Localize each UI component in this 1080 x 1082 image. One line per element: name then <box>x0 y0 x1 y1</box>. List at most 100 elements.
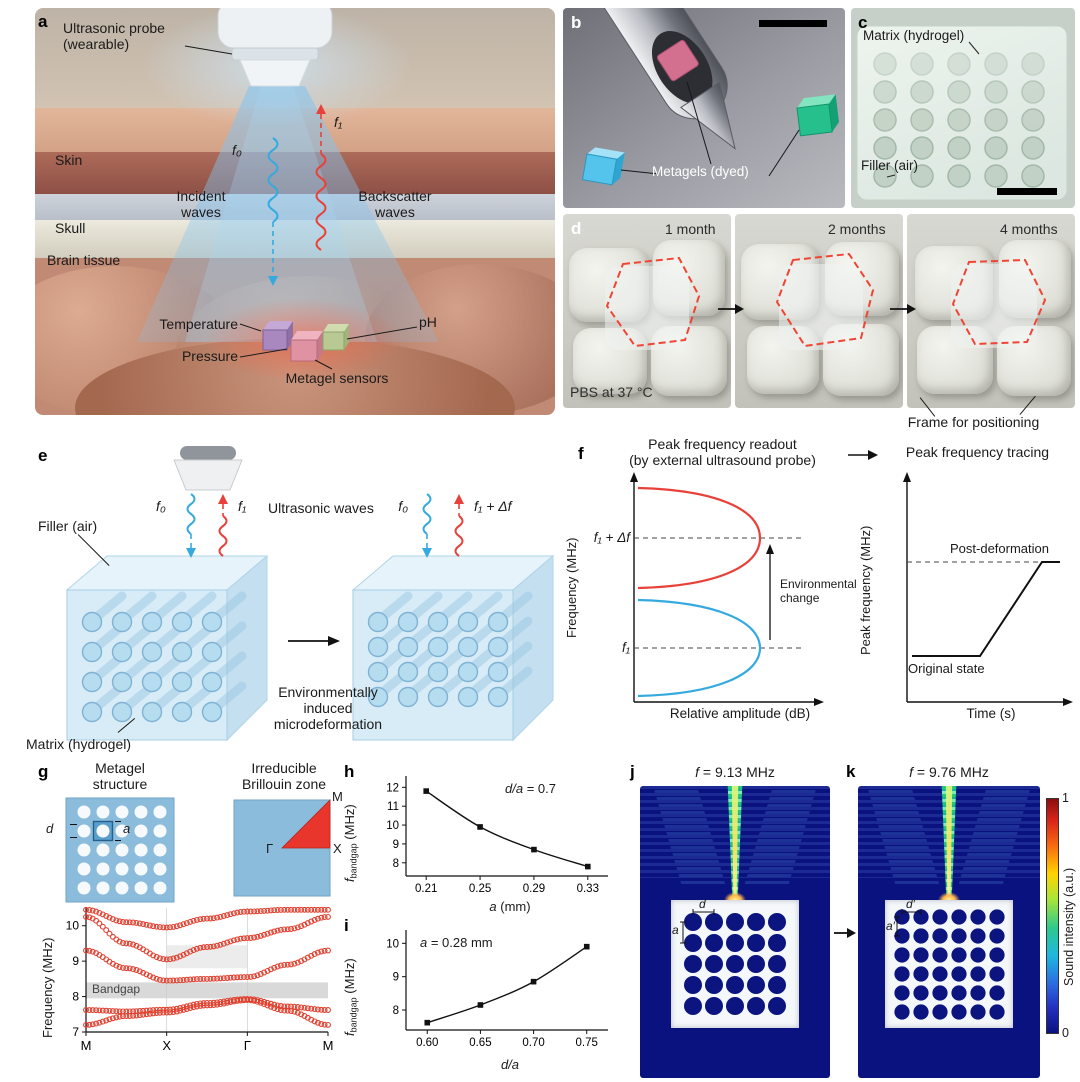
month-label-1: 1 month <box>665 221 716 237</box>
original-state-label: Original state <box>908 661 985 676</box>
backscatter-wave-post <box>444 492 474 560</box>
h-annotation: d/a = 0.7 <box>505 781 556 796</box>
bz-M-label: M <box>332 789 343 804</box>
panel-c-photo <box>851 8 1075 208</box>
panel-b-photo <box>563 8 845 208</box>
i-annotation: a = 0.28 mm <box>420 935 493 950</box>
backscatter-wave <box>306 102 336 254</box>
pointer-lines <box>620 81 800 177</box>
scale-bar <box>759 20 827 27</box>
svg-text:10: 10 <box>386 938 399 950</box>
pointer-lines <box>184 45 418 370</box>
band-ylabel: Frequency (MHz) <box>40 937 55 1039</box>
microdeformation-label: Environmentally induced microdeformation <box>273 684 383 733</box>
panel-label-b: b <box>571 13 582 32</box>
pbs-condition-label: PBS at 37 °C <box>570 384 653 400</box>
peak-frequency-trace <box>912 561 1060 657</box>
i-ylabel: fbandgap (MHz) <box>342 958 359 1036</box>
svg-text:10: 10 <box>66 919 80 933</box>
svg-text:8: 8 <box>393 858 399 870</box>
svg-text:9: 9 <box>72 954 79 968</box>
bz-Gamma-label: Γ <box>266 841 274 856</box>
bandgap-label: Bandgap <box>92 982 141 996</box>
f-right-xlabel: Time (s) <box>966 706 1016 721</box>
d-dimension-label: d <box>46 821 54 836</box>
blue-metagel-cube <box>581 147 625 186</box>
panel-label-a: a <box>38 12 48 31</box>
deformation-arrow <box>288 634 340 648</box>
panel-b-overlay <box>563 8 845 208</box>
backscatter-waves-label: Backscatter waves <box>358 188 432 221</box>
svg-text:0.29: 0.29 <box>523 883 545 895</box>
post-deformation-resonance-curve <box>637 486 762 590</box>
filler-hole-grid <box>873 52 1045 188</box>
i-xlabel: d/a <box>500 1057 520 1072</box>
side-lobe <box>868 790 940 886</box>
metagel-outline <box>605 256 701 348</box>
f1-label: f₁ <box>334 114 343 130</box>
filler-air-label: Filler (air) <box>861 158 918 173</box>
f0-label: f₀ <box>232 142 242 158</box>
k-d-label: d′ <box>906 897 915 911</box>
ultrasound-cone <box>137 86 439 342</box>
metagel-structure-title: Metagel structure <box>92 760 148 793</box>
f-readout-plot <box>630 472 824 706</box>
filler-air-label: Filler (air) <box>38 518 98 534</box>
panel-label-e: e <box>38 446 48 465</box>
f0-label: f₀ <box>156 498 166 514</box>
svg-text:0.25: 0.25 <box>469 883 491 895</box>
post-deformation-label: Post-deformation <box>950 541 1049 556</box>
f-title-left: Peak frequency readout (by external ultr… <box>629 436 816 469</box>
incident-waves-label: Incident waves <box>176 188 226 221</box>
frame-positioning-label: Frame for positioning <box>907 414 1040 430</box>
panel-label-j: j <box>630 762 635 781</box>
filler-circle-grid <box>77 805 167 895</box>
a-dimension-label: a <box>123 821 131 836</box>
panel-label-g: g <box>38 762 49 781</box>
f1-label: f₁ <box>238 498 247 514</box>
photo-1-month <box>563 214 731 408</box>
green-metagel-cube <box>796 94 840 137</box>
j-title: f = 9.13 MHz <box>695 764 775 780</box>
svg-text:M: M <box>81 1038 92 1053</box>
metagel-outline <box>951 258 1047 346</box>
skull-label: Skull <box>55 220 86 236</box>
panel-a-overlay <box>137 8 439 382</box>
k-title: f = 9.76 MHz <box>909 764 989 780</box>
metagel-outline <box>775 252 875 348</box>
metagel-cube-original <box>62 548 277 748</box>
panel-label-d: d <box>571 219 582 238</box>
arrow-1-to-2-months <box>718 302 744 316</box>
f-left-xlabel: Relative amplitude (dB) <box>669 706 811 721</box>
photo-2-months <box>735 214 903 408</box>
side-lobe <box>654 790 726 886</box>
svg-text:11: 11 <box>387 801 399 813</box>
irreducible-zone-triangle <box>281 799 331 849</box>
needle <box>563 8 736 150</box>
panel-label-i: i <box>344 916 349 935</box>
metagel-translucent <box>951 264 1037 348</box>
metagel-translucent <box>605 266 689 350</box>
h-xlabel: a (mm) <box>489 899 531 914</box>
month-label-2: 2 months <box>828 221 886 237</box>
j-a-label: a <box>672 923 679 937</box>
panel-a-scene <box>35 8 555 415</box>
backscatter-wave <box>208 492 238 560</box>
month-label-3: 4 months <box>1000 221 1058 237</box>
f-tracing-plot <box>903 472 1073 706</box>
metagel-sensors-label: Metagel sensors <box>285 370 389 386</box>
svg-text:0.75: 0.75 <box>576 1037 598 1049</box>
ph-sensor-cube <box>322 324 349 351</box>
ph-label: pH <box>419 314 437 330</box>
panel-label-k: k <box>846 762 856 781</box>
metagels-dyed-label: Metagels (dyed) <box>652 164 749 179</box>
svg-text:9: 9 <box>393 839 399 851</box>
svg-text:0.70: 0.70 <box>522 1037 544 1049</box>
svg-text:9: 9 <box>393 972 399 984</box>
ultrasound-cone-inner <box>185 86 377 342</box>
f-title-right: Peak frequency tracing <box>905 444 1050 460</box>
colorbar-max-label: 1 <box>1062 791 1069 805</box>
